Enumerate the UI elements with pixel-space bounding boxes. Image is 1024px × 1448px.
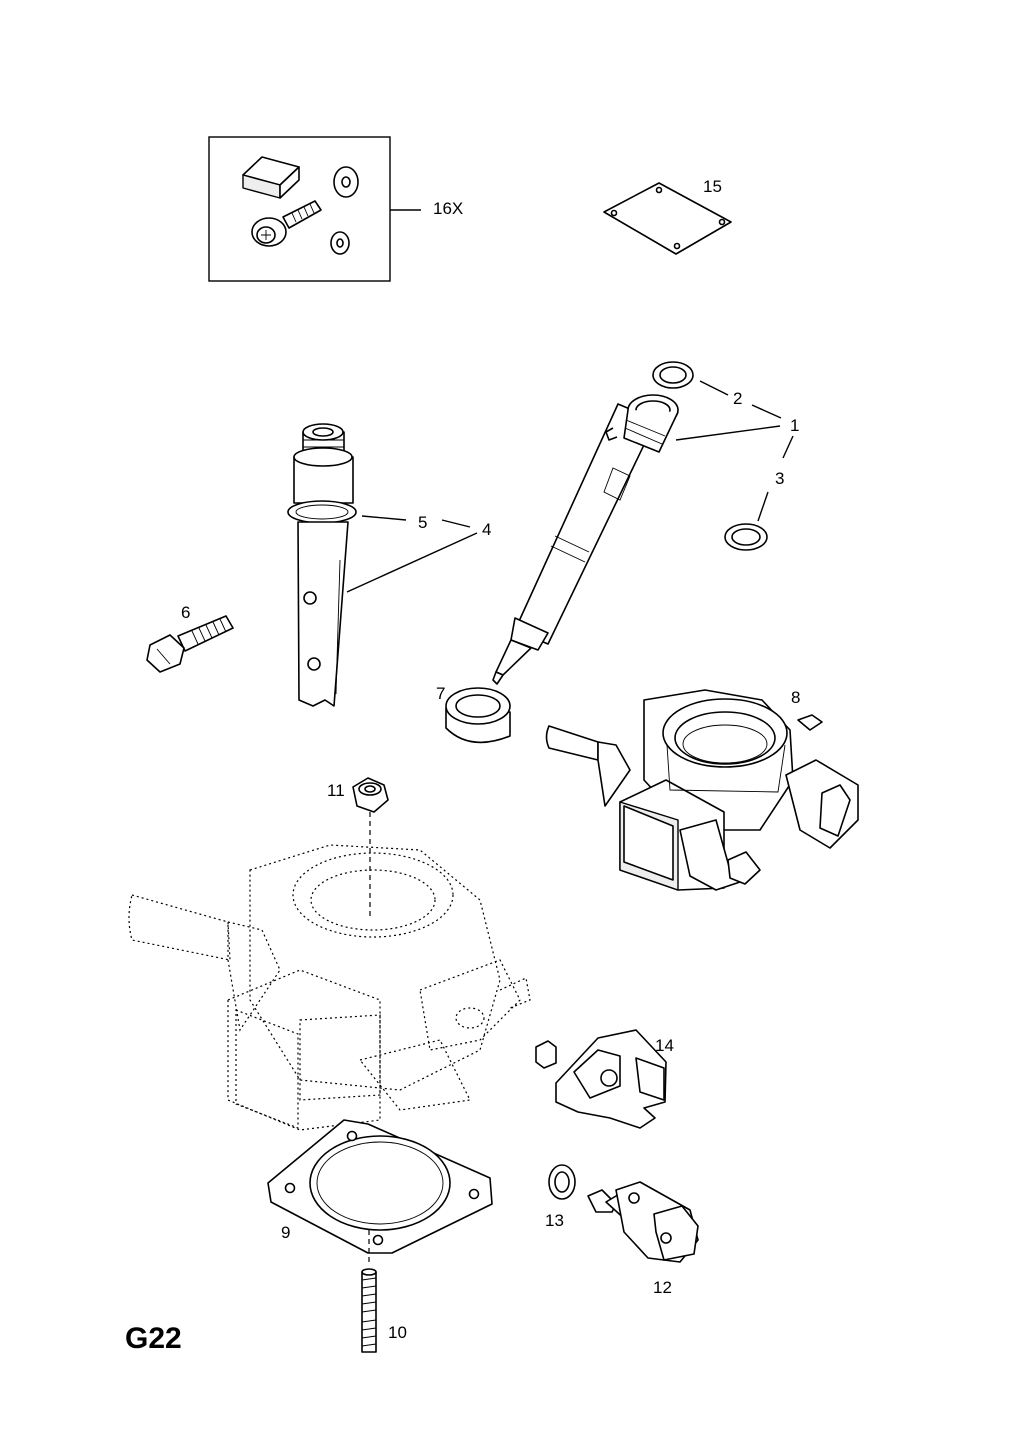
kit-clip-icon bbox=[242, 156, 300, 199]
part-4-nozzle-holder bbox=[287, 423, 357, 707]
callout-12: 12 bbox=[653, 1278, 672, 1297]
part-15-gasket-plate: 15 bbox=[603, 177, 732, 255]
part-11-nut: 11 bbox=[327, 777, 389, 916]
page-code: G22 bbox=[125, 1322, 182, 1355]
part-2-seal-ring bbox=[652, 361, 694, 389]
part-9-gasket: 9 bbox=[267, 1119, 493, 1254]
part-3-washer bbox=[724, 523, 768, 551]
callout-1: 1 bbox=[790, 416, 799, 435]
callout-2: 2 bbox=[733, 389, 742, 408]
callout-3: 3 bbox=[775, 469, 784, 488]
callout-group-1-2-3: 1 2 3 bbox=[675, 380, 799, 522]
part-1-injector bbox=[492, 394, 679, 685]
fixing-kit-group: 16X bbox=[208, 136, 463, 282]
kit-washer-small-icon bbox=[330, 231, 350, 255]
callout-11: 11 bbox=[327, 781, 345, 800]
kit-washer-large-icon bbox=[333, 166, 359, 198]
callout-6: 6 bbox=[181, 603, 190, 622]
part-14-throttle-sensor: 14 bbox=[535, 1029, 674, 1129]
part-6-bolt: 6 bbox=[146, 603, 234, 673]
callout-13: 13 bbox=[545, 1211, 564, 1230]
callout-14: 14 bbox=[655, 1036, 674, 1055]
callout-10: 10 bbox=[388, 1323, 407, 1342]
part-13-o-ring: 13 bbox=[545, 1164, 576, 1230]
kit-bolt-icon bbox=[251, 200, 322, 247]
callout-8: 8 bbox=[791, 688, 800, 707]
part-7-sleeve: 7 bbox=[436, 684, 511, 744]
callout-5: 5 bbox=[418, 513, 427, 532]
callout-15: 15 bbox=[703, 177, 722, 196]
kit-frame bbox=[208, 136, 391, 282]
part-8-throttle-body: 8 bbox=[545, 688, 859, 891]
part-10-stud: 10 bbox=[361, 1230, 407, 1353]
callout-group-4-5: 5 4 bbox=[346, 513, 491, 593]
callout-9: 9 bbox=[281, 1223, 290, 1242]
part-12-idle-air-valve: 12 bbox=[587, 1181, 699, 1297]
callout-16x: 16X bbox=[433, 199, 463, 218]
throttle-body-reference-outline bbox=[128, 844, 531, 1131]
callout-4: 4 bbox=[482, 520, 491, 539]
callout-7: 7 bbox=[436, 684, 445, 703]
